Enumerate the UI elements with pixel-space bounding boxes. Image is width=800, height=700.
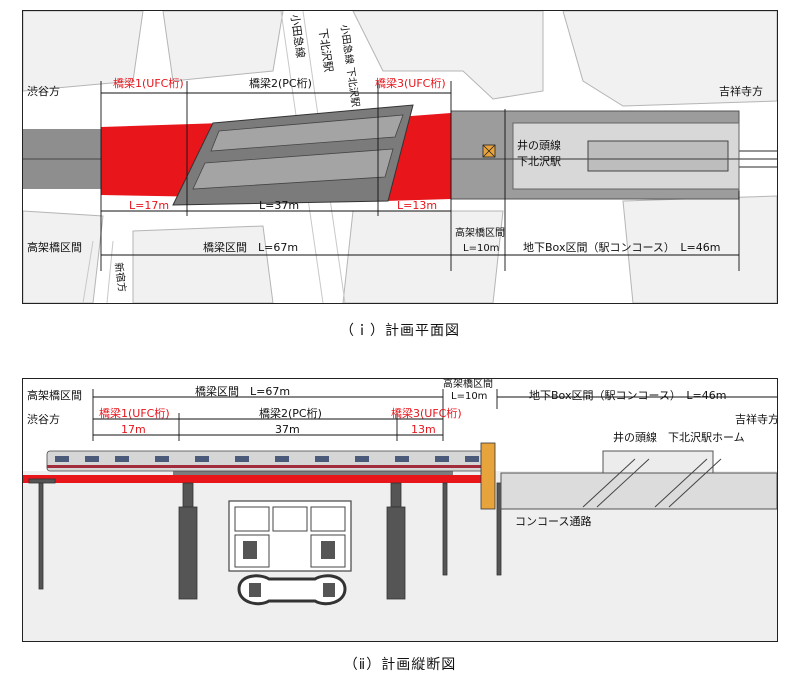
profile-bridge-3-label: 橋梁3(UFC桁) [391, 406, 462, 420]
plan-section-viaduct2-len: L=10m [463, 243, 499, 254]
girder-top [173, 469, 453, 475]
profile-section-viaduct: 高架橋区間 [27, 388, 82, 402]
plan-length-2: L=37m [259, 199, 299, 212]
plan-direction-right: 吉祥寺方 [719, 84, 763, 98]
plan-view-panel: 渋谷方 吉祥寺方 小田急線 下北沢駅 小田急線 下北沢駅 橋梁1(UFC桁) 橋… [22, 10, 778, 304]
profile-section-bridge: 橋梁区間 L=67m [195, 384, 290, 398]
profile-concourse-label: コンコース通路 [515, 515, 591, 528]
plan-view-drawing: 渋谷方 吉祥寺方 小田急線 下北沢駅 小田急線 下北沢駅 橋梁1(UFC桁) 橋… [22, 10, 778, 304]
profile-bridge-1-label: 橋梁1(UFC桁) [99, 406, 170, 420]
plan-odakyu-station: 下北沢駅 [316, 27, 336, 73]
platform-structure [587, 140, 729, 172]
plan-bridge-1-label: 橋梁1(UFC桁) [113, 76, 184, 90]
plan-section-viaduct2-title: 高架橋区間 [455, 226, 505, 239]
underground-box [500, 472, 778, 510]
profile-view-drawing: 高架橋区間 橋梁区間 L=67m 高架橋区間 L=10m 地下Box区間（駅コン… [23, 377, 779, 641]
profile-view-panel: 高架橋区間 橋梁区間 L=67m 高架橋区間 L=10m 地下Box区間（駅コン… [22, 377, 779, 642]
plan-bridge-2-label: 橋梁2(PC桁) [249, 76, 312, 90]
train [46, 450, 488, 472]
plan-odakyu-line: 小田急線 [288, 13, 308, 59]
profile-direction-left: 渋谷方 [27, 412, 60, 426]
plan-length-1: L=17m [129, 199, 169, 212]
profile-length-2: 37m [275, 423, 300, 436]
profile-length-1: 17m [121, 423, 146, 436]
plan-length-3: L=13m [397, 199, 437, 212]
profile-bridge-2-label: 橋梁2(PC桁) [259, 406, 322, 420]
transfer-column [480, 442, 496, 510]
profile-platform-label: 井の頭線 下北沢駅ホーム [613, 430, 745, 444]
plan-section-box: 地下Box区間（駅コンコース） L=46m [523, 241, 720, 254]
piers [28, 478, 502, 600]
profile-direction-right: 吉祥寺方 [735, 412, 777, 426]
profile-section-viaduct2-title: 高架橋区間 [443, 379, 493, 390]
plan-section-bridge: 橋梁区間 L=67m [203, 240, 298, 254]
plan-section-viaduct: 高架橋区間 [27, 240, 82, 254]
profile-dims [92, 389, 777, 441]
tunnel-oval-section [237, 574, 347, 606]
platform-building [602, 450, 714, 474]
profile-section-viaduct2-len: L=10m [451, 391, 487, 402]
plan-station-name: 下北沢駅 [517, 154, 561, 168]
plan-odakyu-label-full: 小田急線 下北沢駅 [338, 24, 362, 108]
escalators [582, 458, 722, 508]
profile-caption: （ⅱ）計画縦断図 [343, 657, 457, 673]
profile-length-3: 13m [411, 423, 436, 436]
plan-dims-top [100, 81, 740, 271]
girder-red [23, 475, 489, 483]
profile-section-box: 地下Box区間（駅コンコース） L=46m [529, 389, 726, 402]
plan-direction-shinjuku: 新宿方 [112, 262, 129, 294]
plan-caption: （ｉ）計画平面図 [340, 323, 460, 339]
bridge-2-deck-lower [192, 148, 394, 190]
bridge-2-deck [210, 114, 404, 152]
plan-direction-left: 渋谷方 [27, 84, 60, 98]
plan-bridge-3-label: 橋梁3(UFC桁) [375, 76, 446, 90]
plan-station-line: 井の頭線 [517, 138, 561, 152]
tunnel-box-section [228, 500, 352, 572]
